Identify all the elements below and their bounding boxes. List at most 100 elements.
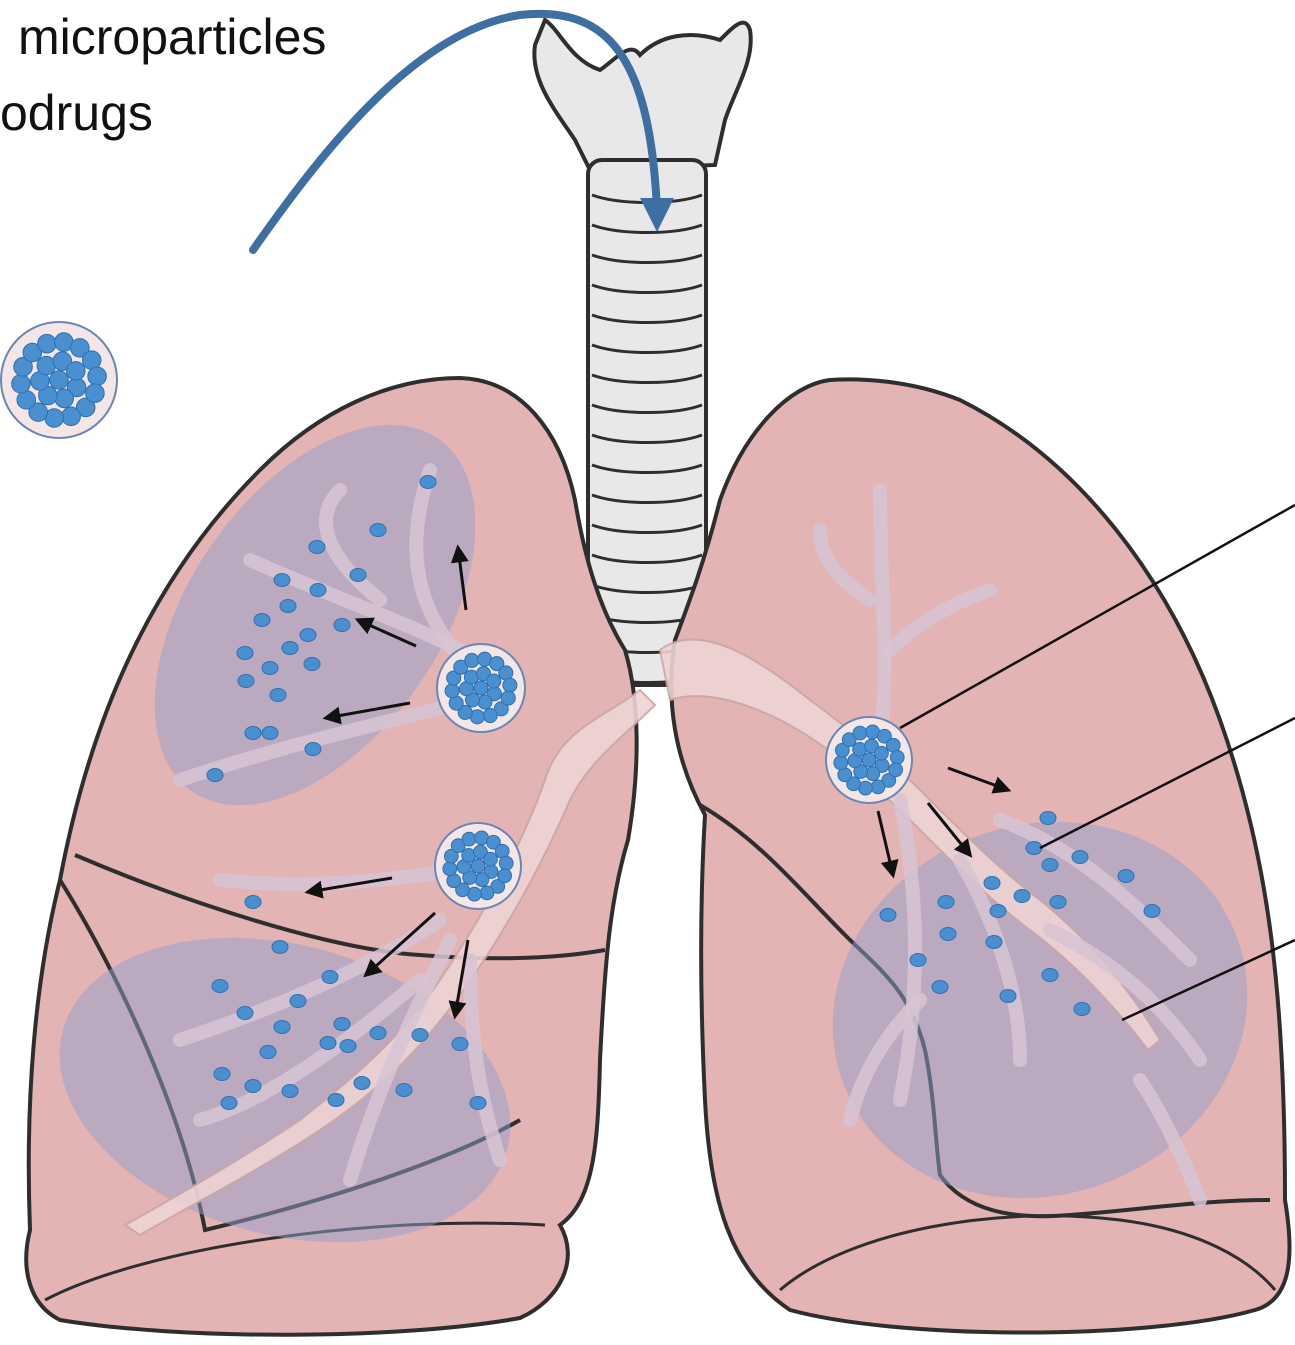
cluster-particle <box>483 709 497 723</box>
label-microparticles: microparticles <box>18 12 326 62</box>
particle <box>1050 896 1066 909</box>
cluster-particle <box>498 869 512 883</box>
particle <box>260 1046 276 1059</box>
microparticle-cluster-icon <box>826 717 912 803</box>
cluster-particle <box>50 371 69 390</box>
particle <box>320 1037 336 1050</box>
cluster-particle <box>862 753 876 767</box>
particle <box>310 584 326 597</box>
particle <box>1040 812 1056 825</box>
particle <box>1000 990 1016 1003</box>
particle <box>270 689 286 702</box>
cluster-particle <box>487 674 501 688</box>
cluster-particle <box>12 374 31 393</box>
particle <box>282 1085 298 1098</box>
particle <box>221 1097 237 1110</box>
cluster-particle <box>38 334 57 353</box>
particle <box>280 600 296 613</box>
particle <box>412 1029 428 1042</box>
particle <box>984 877 1000 890</box>
particle <box>238 675 254 688</box>
particle <box>940 928 956 941</box>
cluster-particle <box>834 756 848 770</box>
cluster-particle <box>86 384 105 403</box>
cluster-particle <box>478 695 492 709</box>
cluster-particle <box>62 407 81 426</box>
particle <box>274 574 290 587</box>
cluster-particle <box>445 684 459 698</box>
cluster-particle <box>889 763 903 777</box>
particle <box>990 905 1006 918</box>
particle <box>1014 890 1030 903</box>
cluster-particle <box>503 678 517 692</box>
microparticle-cluster-icon <box>437 644 525 732</box>
cluster-particle <box>475 873 489 887</box>
particle <box>350 569 366 582</box>
particle <box>334 619 350 632</box>
cluster-particle <box>484 852 498 866</box>
particle <box>1074 1003 1090 1016</box>
particle <box>334 1018 350 1031</box>
cluster-particle <box>866 767 880 781</box>
particle <box>1042 969 1058 982</box>
cluster-particle <box>890 750 904 764</box>
particle <box>207 769 223 782</box>
particle <box>340 1040 356 1053</box>
cluster-particle <box>462 832 476 846</box>
particle <box>1026 842 1042 855</box>
particle <box>262 727 278 740</box>
cluster-particle <box>853 726 867 740</box>
bronchiole <box>880 490 884 740</box>
particle <box>272 941 288 954</box>
particle <box>262 662 278 675</box>
label-drugs: odrugs <box>0 88 153 138</box>
particle <box>452 1038 468 1051</box>
particle <box>245 896 261 909</box>
particle <box>370 1027 386 1040</box>
particle <box>370 524 386 537</box>
particle <box>420 476 436 489</box>
cluster-particle <box>875 746 889 760</box>
cluster-particle <box>501 691 515 705</box>
left-lung <box>660 379 1295 1332</box>
particle <box>305 743 321 756</box>
particle <box>254 614 270 627</box>
particle <box>328 1094 344 1107</box>
microparticle-cluster-icon <box>435 823 521 909</box>
particle <box>1042 859 1058 872</box>
particle <box>322 971 338 984</box>
particle <box>932 981 948 994</box>
particle <box>282 642 298 655</box>
particle <box>1072 851 1088 864</box>
cluster-particle <box>499 856 513 870</box>
particle <box>1144 905 1160 918</box>
cluster-particle <box>88 367 107 386</box>
cluster-particle <box>55 389 74 408</box>
right-lung <box>25 367 655 1335</box>
particle <box>880 909 896 922</box>
particle <box>214 1068 230 1081</box>
particle <box>938 896 954 909</box>
particle <box>304 658 320 671</box>
particle <box>396 1084 412 1097</box>
particle <box>237 1007 253 1020</box>
particle <box>237 647 253 660</box>
particle <box>274 1021 290 1034</box>
cluster-particle <box>871 780 885 794</box>
particle <box>354 1077 370 1090</box>
particle <box>309 541 325 554</box>
particle <box>986 936 1002 949</box>
particle <box>300 629 316 642</box>
particle <box>245 727 261 740</box>
particle <box>212 980 228 993</box>
cluster-particle <box>480 886 494 900</box>
particle <box>470 1097 486 1110</box>
cluster-particle <box>67 362 86 381</box>
cluster-particle <box>474 681 488 695</box>
particle <box>290 995 306 1008</box>
cluster-particle <box>443 862 457 876</box>
particle <box>245 1080 261 1093</box>
particle <box>1118 870 1134 883</box>
